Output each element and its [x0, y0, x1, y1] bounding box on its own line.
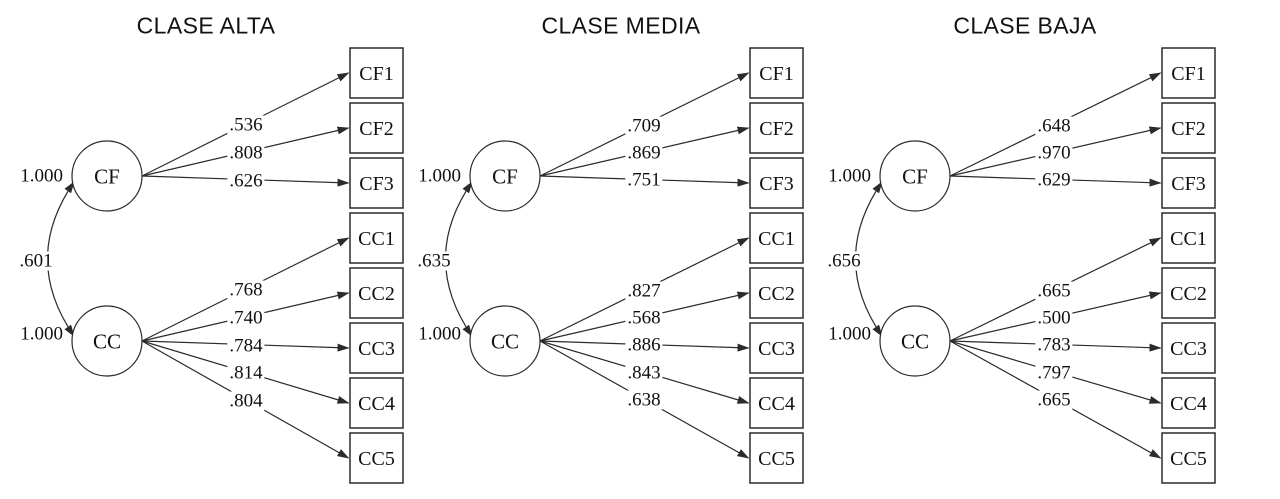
correlation-label: .601	[17, 250, 55, 272]
loading-label: .783	[1035, 334, 1073, 356]
variance-label: 1.000	[418, 323, 461, 345]
indicator-label: CC3	[358, 338, 395, 360]
indicator-label: CC5	[758, 448, 795, 470]
indicator-box	[749, 267, 804, 319]
latent-label: CC	[490, 329, 520, 354]
indicator-label: CF2	[759, 118, 794, 140]
indicator-box	[1161, 432, 1216, 484]
indicator-label: CF2	[359, 118, 394, 140]
indicator-box	[749, 377, 804, 429]
loading-label: .970	[1035, 142, 1073, 164]
sem-diagram-group	[444, 47, 804, 484]
indicator-box	[1161, 157, 1216, 209]
sem-diagram-group	[854, 47, 1216, 484]
diagram-title: CLASE BAJA	[953, 12, 1097, 39]
indicator-label: CC3	[1170, 338, 1207, 360]
latent-label: CF	[902, 164, 928, 189]
loading-label: .740	[227, 307, 265, 329]
correlation-label: .635	[415, 250, 453, 272]
loading-label: .808	[227, 142, 265, 164]
sem-diagram-group	[46, 47, 404, 484]
indicator-label: CC5	[1170, 448, 1207, 470]
indicator-box	[1161, 102, 1216, 154]
indicator-box	[749, 47, 804, 99]
indicator-label: CC2	[758, 283, 795, 305]
indicator-label: CC3	[758, 338, 795, 360]
indicator-label: CF2	[1171, 118, 1206, 140]
indicator-label: CC5	[358, 448, 395, 470]
loading-label: .500	[1035, 307, 1073, 329]
indicator-label: CF1	[359, 63, 394, 85]
indicator-label: CC4	[758, 393, 795, 415]
indicator-label: CC4	[358, 393, 395, 415]
indicator-label: CC2	[358, 283, 395, 305]
loading-label: .827	[625, 280, 663, 302]
variance-label: 1.000	[20, 165, 63, 187]
indicator-box	[349, 157, 404, 209]
indicator-box	[1161, 47, 1216, 99]
diagram-title: CLASE MEDIA	[541, 12, 701, 39]
latent-label: CC	[92, 329, 122, 354]
loading-label: .797	[1035, 362, 1073, 384]
loading-label: .784	[227, 335, 265, 357]
indicator-label: CF1	[759, 63, 794, 85]
indicator-box	[749, 102, 804, 154]
indicator-box	[1161, 212, 1216, 264]
loading-label: .843	[625, 362, 663, 384]
loading-label: .751	[625, 169, 663, 191]
indicator-box	[349, 212, 404, 264]
variance-label: 1.000	[20, 323, 63, 345]
indicator-label: CC1	[758, 228, 795, 250]
loading-label: .768	[227, 279, 265, 301]
loading-label: .568	[625, 307, 663, 329]
indicator-box	[749, 322, 804, 374]
indicator-label: CC1	[358, 228, 395, 250]
loading-label: .638	[625, 389, 663, 411]
diagram-title: CLASE ALTA	[136, 12, 276, 39]
indicator-label: CF3	[759, 173, 794, 195]
indicator-box	[349, 377, 404, 429]
loading-label: .709	[625, 115, 663, 137]
indicator-box	[349, 432, 404, 484]
indicator-box	[749, 157, 804, 209]
correlation-label: .656	[825, 250, 863, 272]
indicator-label: CF1	[1171, 63, 1206, 85]
loading-label: .629	[1035, 169, 1073, 191]
indicator-box	[1161, 322, 1216, 374]
variance-label: 1.000	[828, 323, 871, 345]
indicator-label: CF3	[359, 173, 394, 195]
indicator-box	[749, 432, 804, 484]
loading-label: .804	[227, 390, 265, 412]
indicator-box	[349, 267, 404, 319]
indicator-box	[349, 102, 404, 154]
latent-label: CC	[900, 329, 930, 354]
indicator-box	[749, 212, 804, 264]
latent-label: CF	[94, 164, 120, 189]
loading-label: .886	[625, 334, 663, 356]
indicator-label: CC1	[1170, 228, 1207, 250]
loading-label: .626	[227, 170, 265, 192]
indicator-box	[1161, 377, 1216, 429]
loading-label: .536	[227, 114, 265, 136]
indicator-box	[1161, 267, 1216, 319]
indicator-label: CC4	[1170, 393, 1207, 415]
loading-label: .665	[1035, 280, 1073, 302]
loading-label: .869	[625, 142, 663, 164]
indicator-box	[349, 322, 404, 374]
variance-label: 1.000	[828, 165, 871, 187]
latent-label: CF	[492, 164, 518, 189]
loading-label: .814	[227, 362, 265, 384]
indicator-label: CF3	[1171, 173, 1206, 195]
indicator-label: CC2	[1170, 283, 1207, 305]
loading-label: .648	[1035, 115, 1073, 137]
indicator-box	[349, 47, 404, 99]
loading-label: .665	[1035, 389, 1073, 411]
variance-label: 1.000	[418, 165, 461, 187]
